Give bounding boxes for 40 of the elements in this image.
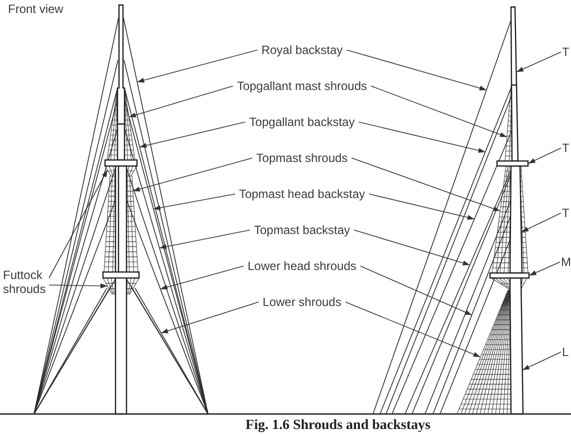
part-label: Topmast backstay: [250, 223, 354, 237]
leader-line: [160, 266, 244, 290]
part-label: Topgallant backstay: [245, 115, 359, 129]
part-label: Lower shrouds: [258, 295, 346, 309]
part-label: T: [561, 45, 570, 59]
leader-line: [160, 302, 259, 334]
leader-line: [159, 230, 250, 250]
part-label: T: [561, 141, 570, 155]
mast-rigging-drawing: [372, 6, 530, 415]
part-label: Topmast head backstay: [234, 187, 370, 201]
leader-line: [351, 158, 500, 212]
part-label: T: [561, 206, 570, 220]
leader-line: [48, 170, 108, 278]
leader-line: [346, 50, 487, 90]
leader-line: [48, 283, 108, 288]
figure-caption: Fig. 1.6 Shrouds and backstays: [246, 418, 430, 433]
leader-line: [521, 212, 562, 232]
leader-line: [128, 86, 234, 118]
leader-line: [528, 148, 562, 164]
part-label: Lower head shrouds: [244, 259, 360, 273]
part-label: Topgallant mast shrouds: [232, 79, 372, 93]
part-label: L: [561, 345, 570, 359]
leader-line: [528, 262, 560, 276]
part-label: Futtock shrouds: [1, 268, 49, 296]
leader-line: [345, 302, 481, 358]
part-label: M: [560, 255, 571, 269]
leader-line: [516, 52, 562, 72]
leader-line: [136, 50, 258, 83]
leader-line: [370, 86, 508, 138]
part-label: Topmast shrouds: [252, 151, 352, 165]
leader-line: [522, 352, 562, 370]
part-label: Royal backstay: [257, 43, 347, 57]
leader-line: [360, 266, 472, 316]
leader-line: [354, 230, 470, 266]
leader-line: [153, 194, 236, 210]
leader-line: [132, 158, 253, 192]
leader-line: [139, 122, 246, 148]
view-label: Front view: [8, 2, 64, 16]
leader-line: [368, 194, 475, 220]
leader-line: [358, 122, 486, 153]
